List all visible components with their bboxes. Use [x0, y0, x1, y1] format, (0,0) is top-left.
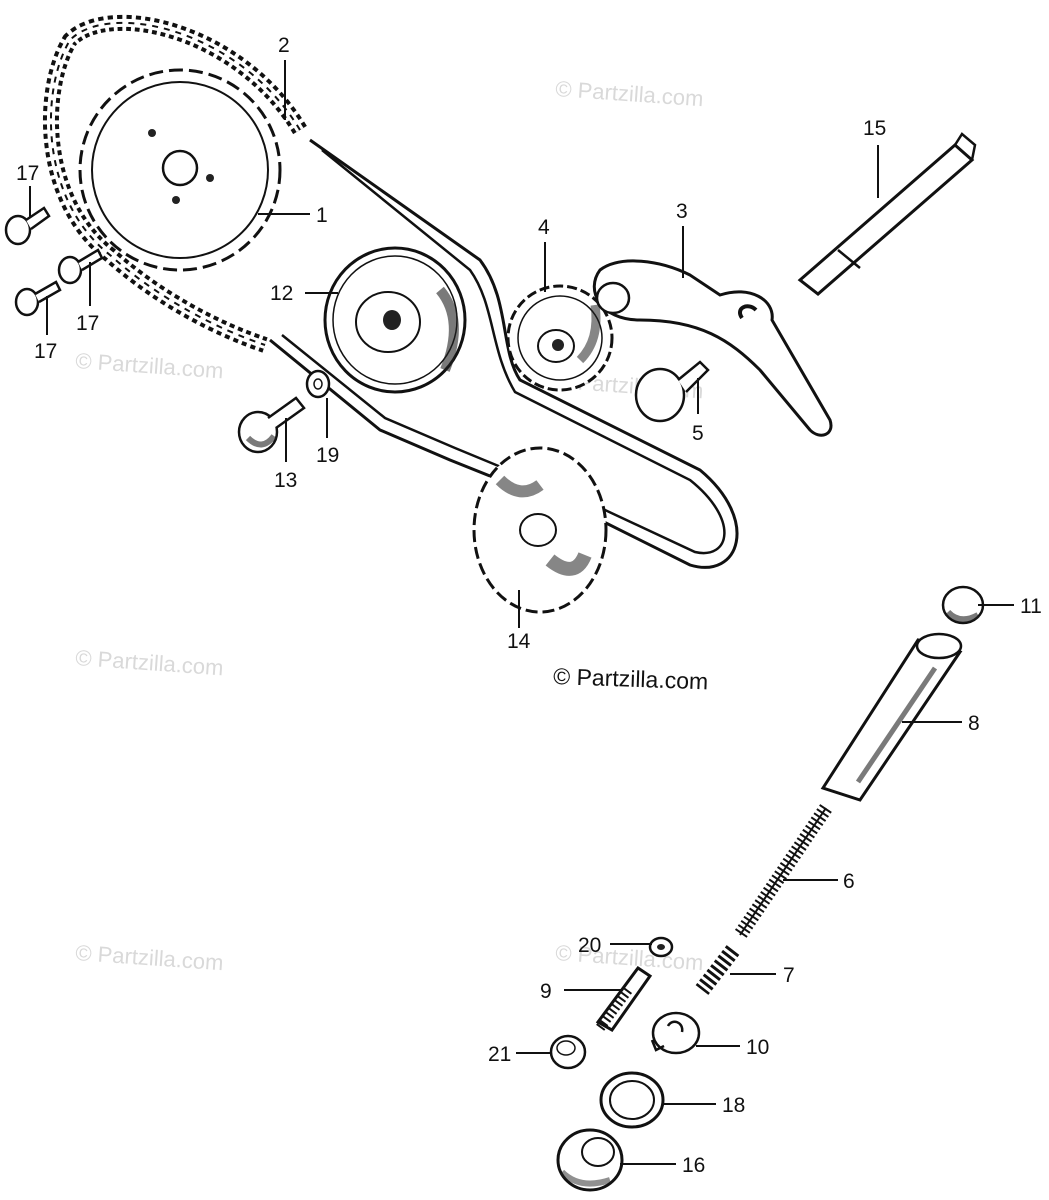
watermark-lower-left: © Partzilla.com — [75, 645, 225, 680]
callout-9: 9 — [540, 980, 552, 1003]
callout-1: 1 — [316, 204, 328, 227]
tensioner-cap — [941, 585, 985, 625]
callout-14: 14 — [507, 630, 531, 653]
watermark-mid-left: © Partzilla.com — [75, 348, 225, 383]
sealing-plug — [556, 1128, 624, 1192]
chain-guide-roller — [323, 246, 467, 394]
callout-17-lower: 17 — [34, 340, 57, 363]
callout-labels: 1 2 3 4 5 6 7 8 9 10 11 12 13 14 15 16 1… — [16, 34, 1042, 1177]
callout-8: 8 — [968, 712, 980, 735]
nut-21 — [549, 1034, 587, 1070]
callout-6: 6 — [843, 870, 855, 893]
callout-13: 13 — [274, 469, 297, 492]
callout-2: 2 — [278, 34, 290, 57]
callout-15: 15 — [863, 117, 886, 140]
small-spring — [695, 945, 740, 995]
callout-11: 11 — [1020, 595, 1042, 618]
watermark-top-right: © Partzilla.com — [555, 76, 705, 111]
cam-sprocket — [78, 68, 282, 272]
callout-18: 18 — [722, 1094, 745, 1117]
copyright-notice: © Partzilla.com — [553, 663, 709, 694]
watermark-bottom-left: © Partzilla.com — [75, 940, 225, 975]
adjuster-stud — [595, 965, 653, 1032]
washer-19 — [305, 369, 331, 399]
callout-12: 12 — [270, 282, 293, 305]
tensioner-roller — [506, 284, 614, 392]
callout-17-middle: 17 — [76, 312, 99, 335]
o-ring — [599, 1071, 665, 1129]
spring-holder — [650, 1011, 701, 1055]
callout-3: 3 — [676, 200, 688, 223]
callout-10: 10 — [746, 1036, 769, 1059]
callout-5: 5 — [692, 422, 704, 445]
tensioner-shaft — [797, 132, 977, 296]
washer-20 — [648, 936, 674, 958]
leader-lines — [29, 60, 1014, 1165]
tensioner-bolt — [634, 360, 710, 423]
roller-bolt — [237, 396, 306, 454]
callout-21: 21 — [488, 1043, 511, 1066]
callout-16: 16 — [682, 1154, 705, 1177]
bolt-17-upper — [4, 206, 51, 246]
cam-chain — [42, 14, 739, 569]
bolt-17-lower — [14, 280, 62, 317]
tensioner-arm — [592, 259, 833, 437]
callout-4: 4 — [538, 216, 550, 239]
tensioner-rod — [820, 632, 963, 802]
callout-7: 7 — [783, 964, 795, 987]
callout-17-upper: 17 — [16, 162, 39, 185]
tensioner-spring — [734, 804, 832, 939]
callout-19: 19 — [316, 444, 339, 467]
bolt-17-middle — [57, 248, 104, 285]
callout-20: 20 — [578, 934, 601, 957]
crank-sprocket — [472, 446, 608, 614]
